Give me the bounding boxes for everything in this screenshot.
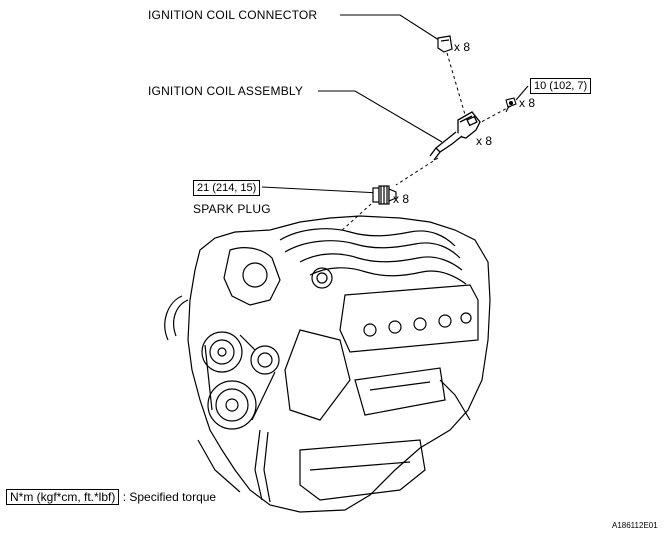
spark-plug-part (372, 185, 397, 205)
legend-text: : Specified torque (122, 490, 217, 504)
torque-coil-bolt: 10 (102, 7) (530, 78, 592, 94)
ignition-coil-assembly-part (429, 111, 481, 161)
ignition-coil-connector-part (437, 35, 453, 53)
leader-bolt-torque (515, 85, 529, 101)
leader-spark-plug (261, 186, 381, 194)
leader-connector (340, 14, 443, 43)
qty-spark-plug: x 8 (393, 192, 410, 206)
bolt-part (505, 97, 517, 113)
leader-lines (261, 14, 529, 194)
leader-coil-assembly (318, 90, 443, 143)
qty-connector: x 8 (454, 40, 471, 54)
dash-coil-to-plug (395, 157, 439, 186)
qty-coil: x 8 (476, 134, 493, 148)
torque-spark-plug: 21 (214, 15) (193, 180, 261, 196)
engine-illustration (164, 215, 491, 513)
label-spark-plug: SPARK PLUG (193, 202, 271, 216)
label-ignition-coil-assembly: IGNITION COIL ASSEMBLY (148, 84, 304, 98)
label-ignition-coil-connector: IGNITION COIL CONNECTOR (148, 8, 318, 22)
dash-connector-to-coil (446, 52, 467, 119)
figure-id: A186112E01 (612, 521, 658, 530)
torque-legend: N*m (kgf*cm, ft.*lbf) : Specified torque (6, 489, 217, 505)
qty-bolt: x 8 (519, 96, 536, 110)
legend-unit-box: N*m (kgf*cm, ft.*lbf) (6, 489, 120, 505)
